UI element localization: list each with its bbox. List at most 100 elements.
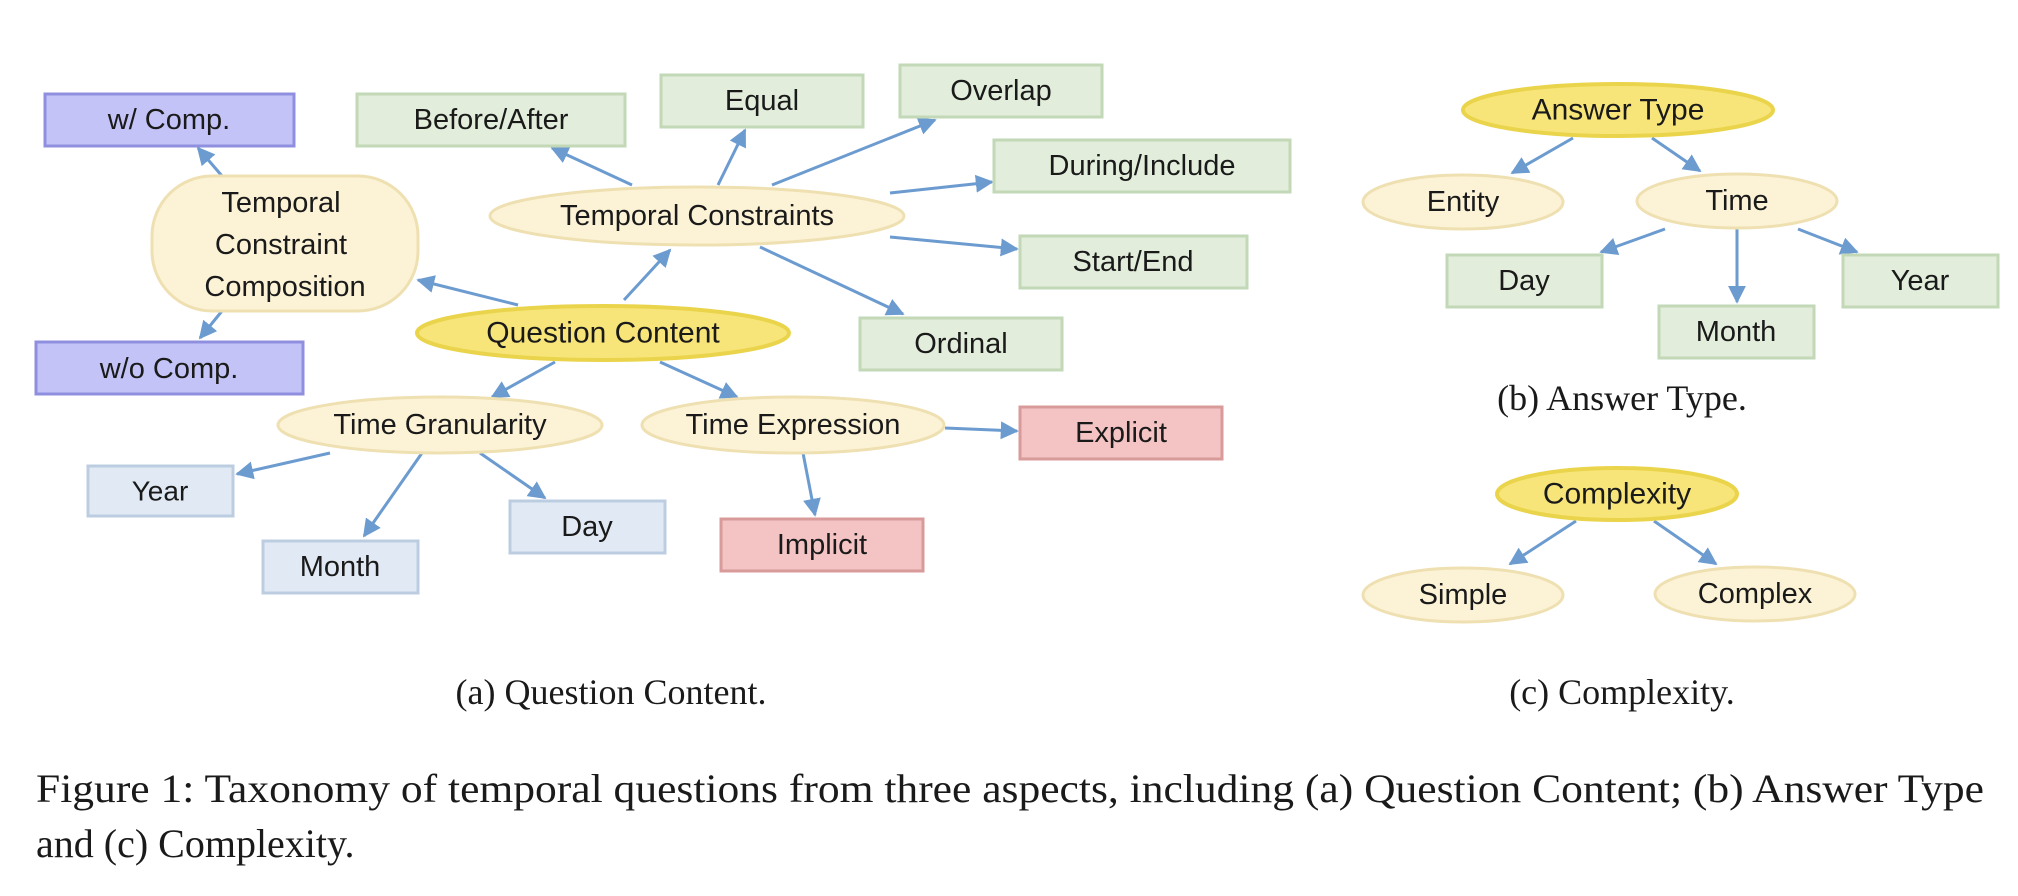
complexity-root-shape — [1495, 466, 1739, 522]
answer-type-root-node: Answer Type — [1461, 82, 1775, 138]
with-comp-label: w/ Comp. — [107, 104, 230, 136]
complexity-complex-shape — [1653, 565, 1857, 623]
constraint-ordinal-node: Ordinal — [858, 316, 1064, 372]
edge-complexity-to-simple — [1508, 519, 1577, 566]
edge-root-to-granularity — [490, 360, 556, 399]
edge-root-to-expression — [659, 360, 739, 399]
granularity-month-label: Month — [300, 551, 381, 583]
complexity-complex-label: Complex — [1698, 578, 1813, 610]
edge-constraints-to-ordinal — [759, 245, 905, 316]
temporal-constraint-composition-label: Temporal Constraint Composition — [204, 187, 365, 303]
answer-time-year-shape — [1841, 253, 2000, 309]
constraint-before-after-node: Before/After — [355, 92, 627, 148]
answer-time-day-shape — [1445, 253, 1604, 309]
answer-entity-node: Entity — [1361, 173, 1565, 231]
edge-composition-to-with-comp — [196, 146, 224, 177]
constraint-during-include-node: During/Include — [992, 138, 1292, 194]
answer-entity-label: Entity — [1427, 186, 1500, 218]
temporal-constraint-composition-shape — [150, 174, 420, 313]
question-content-edges — [196, 117, 1019, 538]
without-comp-shape — [34, 340, 305, 396]
edge-granularity-to-month — [362, 452, 424, 538]
complexity-complex-node: Complex — [1653, 565, 1857, 623]
time-granularity-label: Time Granularity — [333, 409, 547, 441]
complexity-simple-node: Simple — [1361, 566, 1565, 624]
with-comp-shape — [43, 92, 296, 148]
edge-constraints-to-start-end — [889, 235, 1019, 257]
expression-explicit-label: Explicit — [1075, 417, 1167, 449]
constraint-equal-node: Equal — [659, 73, 865, 129]
granularity-month-shape — [261, 539, 420, 595]
constraint-start-end-shape — [1018, 234, 1249, 290]
edge-constraints-to-during-include — [889, 174, 994, 195]
constraint-overlap-label: Overlap — [950, 75, 1052, 107]
answer-entity-shape — [1361, 173, 1565, 231]
answer-type-edges — [1510, 136, 1859, 304]
edge-constraints-to-overlap — [771, 117, 937, 187]
edge-time-to-day — [1599, 227, 1666, 255]
constraint-start-end-label: Start/End — [1073, 246, 1194, 278]
constraint-equal-shape — [659, 73, 865, 129]
time-expression-node: Time Expression — [640, 395, 946, 455]
answer-time-year-node: Year — [1841, 253, 2000, 309]
granularity-day-label: Day — [561, 511, 613, 543]
edge-expression-to-implicit — [801, 452, 821, 517]
constraint-equal-label: Equal — [725, 85, 799, 117]
answer-time-label: Time — [1705, 185, 1768, 217]
complexity-caption: (c) Complexity. — [1509, 672, 1735, 712]
granularity-year-label: Year — [132, 476, 189, 507]
expression-implicit-shape — [719, 517, 925, 573]
granularity-day-shape — [508, 499, 667, 555]
edge-time-to-year — [1797, 227, 1859, 255]
constraint-during-include-label: During/Include — [1049, 150, 1236, 182]
with-comp-node: w/ Comp. — [43, 92, 296, 148]
constraint-start-end-node: Start/End — [1018, 234, 1249, 290]
question-content-root-shape — [415, 304, 791, 362]
answer-time-day-node: Day — [1445, 253, 1604, 309]
question-content-caption: (a) Question Content. — [456, 672, 767, 712]
edge-constraints-to-equal — [716, 128, 747, 186]
complexity-simple-label: Simple — [1419, 579, 1508, 611]
question-content-nodes: Question Content Temporal Constraint Com… — [34, 63, 1292, 595]
edge-root-to-composition — [416, 275, 519, 307]
expression-implicit-node: Implicit — [719, 517, 925, 573]
temporal-constraint-composition-node: Temporal Constraint Composition — [150, 174, 420, 313]
complexity-root-label: Complexity — [1543, 478, 1691, 511]
time-granularity-node: Time Granularity — [276, 395, 604, 455]
time-expression-shape — [640, 395, 946, 455]
granularity-month-node: Month — [261, 539, 420, 595]
question-content-root-node: Question Content — [415, 304, 791, 362]
edge-granularity-to-year — [235, 451, 331, 480]
constraint-overlap-shape — [898, 63, 1104, 119]
granularity-year-node: Year — [86, 464, 235, 518]
answer-time-shape — [1635, 172, 1839, 230]
edge-constraints-to-before-after — [550, 146, 633, 187]
answer-type-nodes: Answer Type Entity Time Day Month Year — [1361, 82, 2000, 360]
constraint-ordinal-shape — [858, 316, 1064, 372]
question-content-root-label: Question Content — [486, 317, 720, 350]
answer-type-caption: (b) Answer Type. — [1497, 378, 1747, 418]
constraint-during-include-shape — [992, 138, 1292, 194]
without-comp-label: w/o Comp. — [99, 353, 239, 385]
figure-caption-line-2: and (c) Complexity. — [36, 821, 354, 866]
figure-caption-line-1: Figure 1: Taxonomy of temporal questions… — [36, 766, 1984, 811]
constraint-ordinal-label: Ordinal — [914, 328, 1008, 360]
edge-answer-root-to-time — [1651, 136, 1702, 173]
answer-type-root-shape — [1461, 82, 1775, 138]
expression-explicit-node: Explicit — [1018, 405, 1224, 461]
answer-time-month-label: Month — [1696, 316, 1777, 348]
edge-complexity-to-complex — [1653, 519, 1718, 566]
edge-root-to-constraints — [622, 248, 672, 302]
edge-answer-root-to-entity — [1510, 136, 1574, 175]
answer-time-day-label: Day — [1498, 265, 1550, 297]
constraint-overlap-node: Overlap — [898, 63, 1104, 119]
constraint-before-after-label: Before/After — [414, 104, 569, 136]
without-comp-node: w/o Comp. — [34, 340, 305, 396]
edge-granularity-to-day — [479, 451, 547, 500]
complexity-simple-shape — [1361, 566, 1565, 624]
complexity-nodes: Complexity Simple Complex — [1361, 466, 1857, 624]
temporal-constraints-label: Temporal Constraints — [560, 200, 834, 232]
edge-composition-to-without-comp — [198, 310, 224, 340]
answer-time-month-node: Month — [1657, 304, 1816, 360]
